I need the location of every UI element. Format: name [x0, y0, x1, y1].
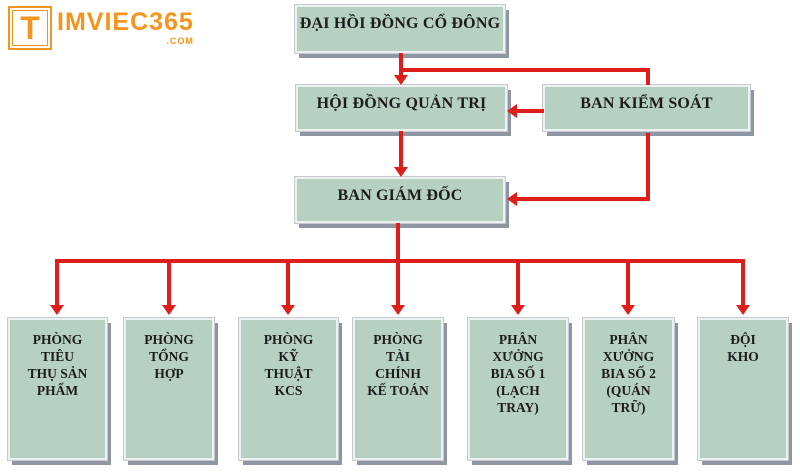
node-dept-finance-accounting: PHÒNG TÀI CHÍNH KẾ TOÁN [352, 317, 444, 461]
connector-shareholders-supervisory-vline [646, 68, 650, 85]
connector-drop-dept-6 [626, 259, 630, 306]
connector-supervisory-management-arrowhead [507, 192, 517, 206]
connector-supervisory-management-hline [517, 197, 650, 201]
connector-drop-dept-1 [55, 259, 59, 306]
connector-drop-dept-7 [741, 259, 745, 306]
connector-drop-dept-5-arrowhead [511, 305, 525, 315]
connector-drop-dept-3 [286, 259, 290, 306]
node-supervisory-board: BAN KIỂM SOÁT [542, 84, 751, 132]
connector-drop-dept-7-arrowhead [736, 305, 750, 315]
connector-drop-dept-2 [167, 259, 171, 306]
connector-drop-dept-3-arrowhead [281, 305, 295, 315]
node-brewery-no1-lach-tray: PHÂN XƯỞNG BIA SỐ 1 (LẠCH TRAY) [467, 317, 569, 461]
connector-departments-bus [55, 259, 745, 263]
connector-shareholders-board-line [399, 53, 403, 77]
logo-brand-text: IMVIEC365 [57, 8, 194, 36]
timviec365-logo: T IMVIEC365 .COM [8, 6, 194, 50]
node-board-of-directors: HỘI ĐỒNG QUẢN TRỊ [295, 84, 508, 132]
node-brewery-no2-quan-tru: PHÂN XƯỞNG BIA SỐ 2 (QUÁN TRỮ) [582, 317, 675, 461]
node-dept-kcs-technical: PHÒNG KỸ THUẬT KCS [238, 317, 339, 461]
connector-supervisory-management-vline [646, 133, 650, 201]
connector-drop-dept-1-arrowhead [50, 305, 64, 315]
logo-tld-text: .COM [166, 36, 194, 46]
connector-drop-dept-5 [516, 259, 520, 306]
logo-t-badge-icon: T [8, 6, 52, 50]
logo-wordmark: IMVIEC365 .COM [57, 8, 194, 47]
node-dept-product-sales: PHÒNG TIÊU THỤ SẢN PHẨM [7, 317, 108, 461]
connector-management-bus-stem [396, 223, 400, 306]
connector-drop-dept-4-arrowhead [391, 305, 405, 315]
connector-shareholders-board-arrowhead [394, 75, 408, 85]
connector-supervisory-board-line [517, 109, 544, 113]
connector-supervisory-board-arrowhead [507, 104, 517, 118]
node-dept-general-affairs: PHÒNG TỔNG HỢP [123, 317, 215, 461]
connector-board-management-line [399, 131, 403, 168]
connector-shareholders-supervisory-hline [399, 68, 650, 72]
connector-drop-dept-2-arrowhead [162, 305, 176, 315]
connector-board-management-arrowhead [394, 167, 408, 177]
logo-t-letter: T [20, 9, 40, 46]
connector-drop-dept-6-arrowhead [621, 305, 635, 315]
node-warehouse-team: ĐỘI KHO [697, 317, 789, 461]
node-shareholders-meeting: ĐẠI HỒI ĐỒNG CỔ ĐÔNG [294, 4, 506, 54]
node-management-board: BAN GIÁM ĐỐC [294, 176, 506, 224]
